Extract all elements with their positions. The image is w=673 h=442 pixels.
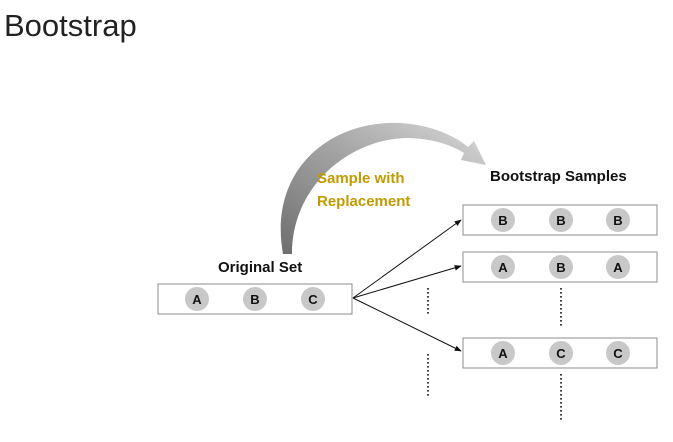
sample-item: B — [606, 208, 630, 232]
bootstrap-sample-box: A C C — [462, 337, 658, 369]
sample-item-label: B — [556, 260, 565, 275]
sample-item-label: B — [613, 213, 622, 228]
sample-item-label: C — [556, 346, 566, 361]
page-title: Bootstrap — [4, 8, 137, 43]
original-set-box: A B C — [157, 283, 353, 315]
sample-item-label: B — [556, 213, 565, 228]
sample-item: C — [549, 341, 573, 365]
original-set-heading: Original Set — [218, 259, 302, 276]
sample-item-label: C — [613, 346, 623, 361]
curved-resample-arrow — [280, 122, 486, 254]
original-item-label: A — [192, 292, 202, 307]
resample-label-line1: Sample with — [317, 170, 405, 187]
sample-item-label: A — [498, 260, 508, 275]
bootstrap-sample-box: B B B — [462, 204, 658, 236]
bootstrap-samples-heading: Bootstrap Samples — [490, 168, 627, 185]
sample-item: B — [549, 255, 573, 279]
original-item: A — [185, 287, 209, 311]
original-item: C — [301, 287, 325, 311]
sample-item: A — [491, 255, 515, 279]
sample-item: B — [491, 208, 515, 232]
original-item-label: B — [250, 292, 259, 307]
sample-item-label: A — [613, 260, 623, 275]
resample-label-line2: Replacement — [317, 193, 410, 210]
sample-item: A — [606, 255, 630, 279]
arrow-to-sample-2 — [352, 265, 462, 299]
original-item: B — [243, 287, 267, 311]
sample-item-label: B — [498, 213, 507, 228]
bootstrap-sample-box: A B A — [462, 251, 658, 283]
arrow-to-sample-3 — [352, 297, 462, 352]
original-item-label: C — [308, 292, 318, 307]
sample-item: C — [606, 341, 630, 365]
sample-item: B — [549, 208, 573, 232]
sample-item-label: A — [498, 346, 508, 361]
sample-item: A — [491, 341, 515, 365]
arrow-to-sample-1 — [352, 219, 462, 299]
